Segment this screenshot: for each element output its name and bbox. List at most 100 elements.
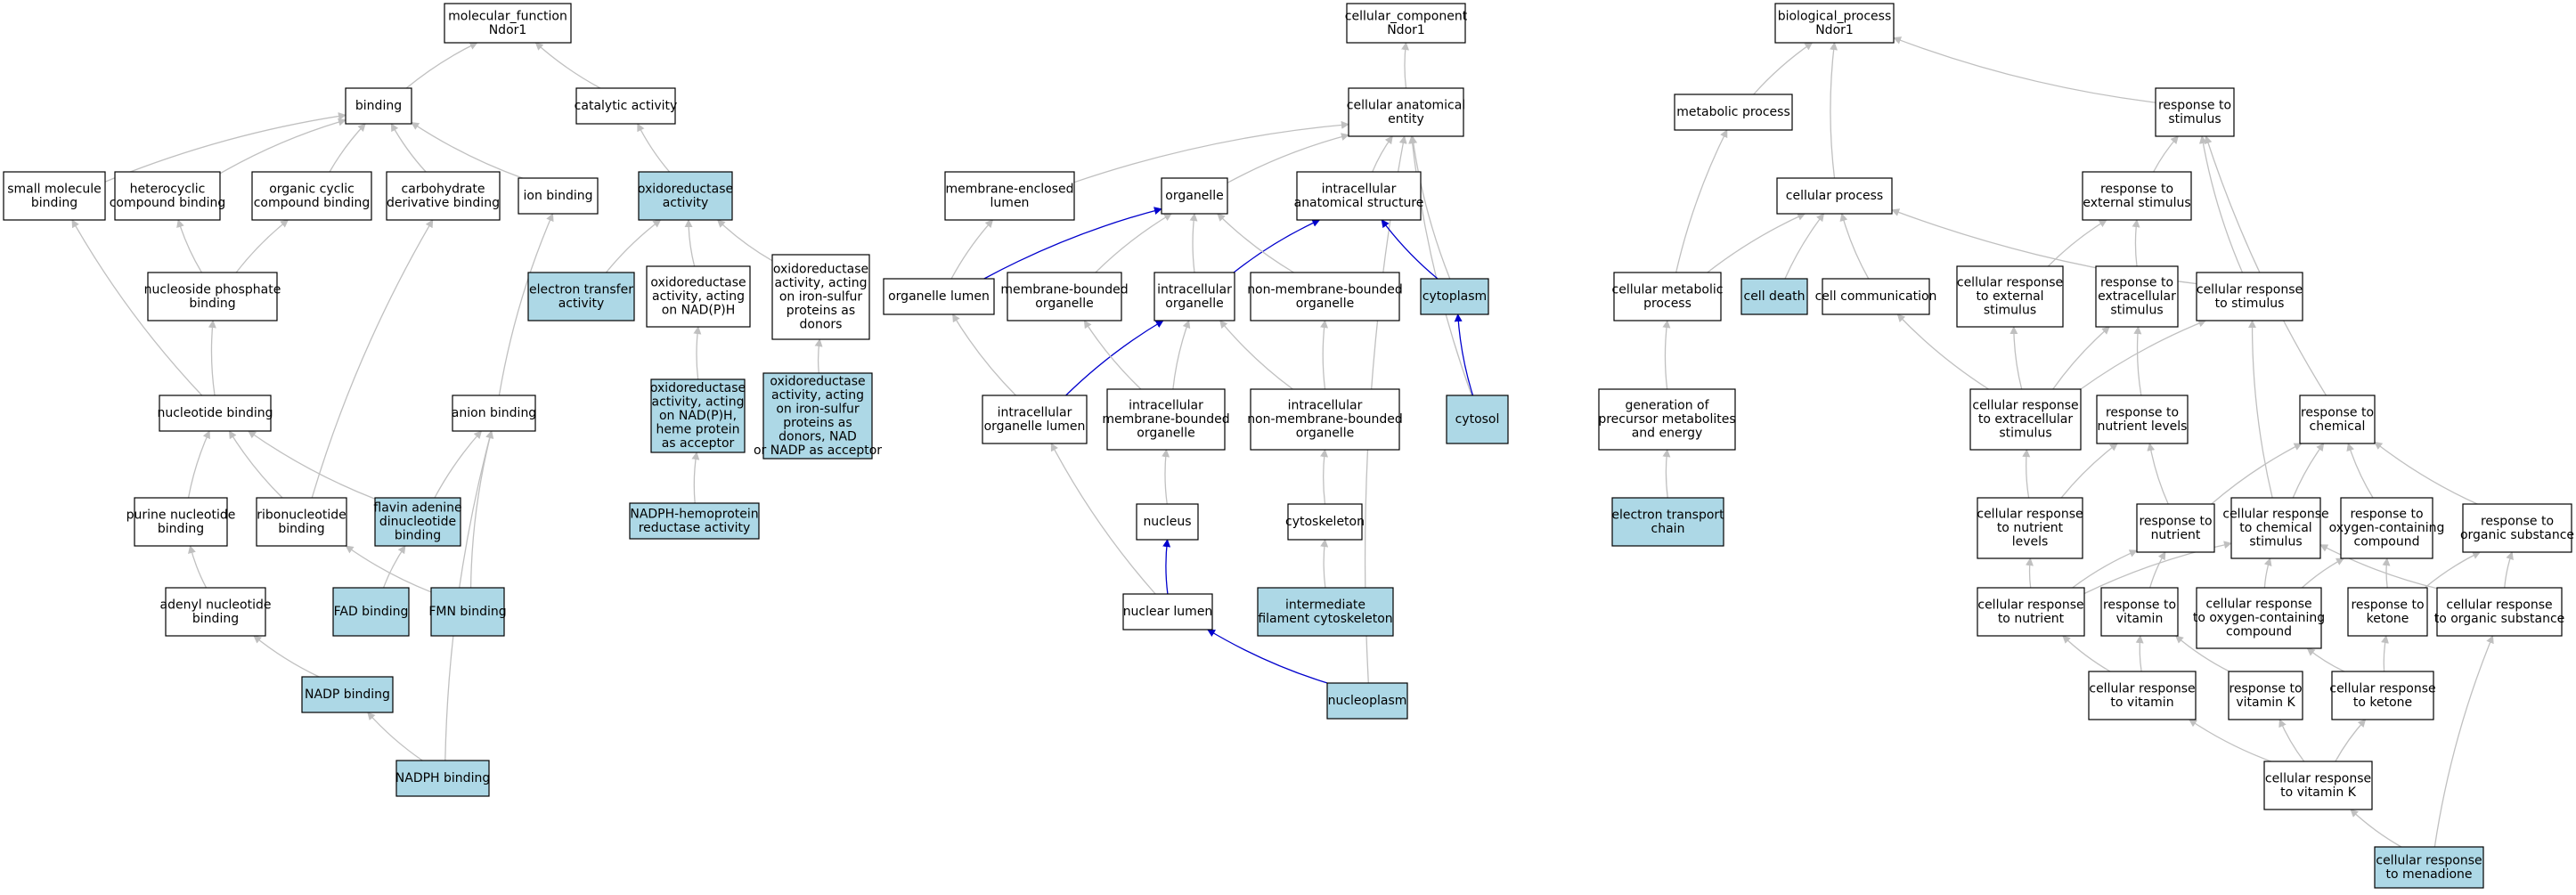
- node-ion-binding[interactable]: ion binding: [518, 177, 599, 215]
- node-nucleoplasm[interactable]: nucleoplasm: [1326, 682, 1408, 720]
- node-label-line: nutrient levels: [2098, 419, 2188, 434]
- node-box: [883, 278, 995, 315]
- node-cell-process[interactable]: cellular process: [1776, 177, 1893, 215]
- node-nadp[interactable]: NADP binding: [301, 676, 394, 713]
- edge-intra_anat-to-anat_entity: [1372, 135, 1393, 173]
- node-box: [2374, 846, 2484, 889]
- node-nuc-lumen[interactable]: nuclear lumen: [1122, 593, 1213, 631]
- node-anion[interactable]: anion binding: [452, 395, 536, 432]
- node-label-line: Ndor1: [1387, 23, 1425, 37]
- node-label-line: activity: [663, 196, 709, 210]
- node-cytoplasm[interactable]: cytoplasm: [1420, 278, 1489, 315]
- node-catalytic[interactable]: catalytic activity: [575, 87, 678, 125]
- node-metabolic[interactable]: metabolic process: [1674, 94, 1793, 131]
- edge-resp_chem-to-resp_stim: [2204, 135, 2327, 396]
- edge-resp_stim-to-bp_root: [1893, 37, 2156, 103]
- node-label-line: cell communication: [1815, 289, 1937, 304]
- node-cytosol[interactable]: cytosol: [1446, 395, 1509, 444]
- node-label-line: activity, acting: [771, 388, 864, 403]
- node-intra-non-mem[interactable]: intracellularnon-membrane-boundedorganel…: [1247, 388, 1403, 451]
- node-box: [2228, 671, 2303, 720]
- node-binding[interactable]: binding: [345, 87, 412, 125]
- node-label-line: non-membrane-bounded: [1247, 412, 1403, 427]
- node-nucleotide[interactable]: nucleotide binding: [157, 395, 273, 432]
- node-organelle[interactable]: organelle: [1161, 177, 1228, 215]
- node-box: [650, 378, 746, 453]
- node-box: [147, 272, 278, 321]
- edge-resp_organic-to-resp_chem: [2374, 441, 2478, 505]
- node-cell-comm[interactable]: cell communication: [1815, 278, 1937, 315]
- node-cytoskeleton[interactable]: cytoskeleton: [1285, 503, 1365, 541]
- node-box: [762, 372, 873, 460]
- node-label-line: Ndor1: [1815, 23, 1854, 37]
- node-nadph-binding[interactable]: NADPH binding: [395, 760, 490, 797]
- node-label-line: anatomical structure: [1294, 196, 1424, 210]
- node-org-lumen[interactable]: organelle lumen: [883, 278, 995, 315]
- node-nucleus[interactable]: nucleus: [1136, 503, 1199, 541]
- node-fmn[interactable]: FMN binding: [428, 587, 507, 637]
- edge-nucleoside_phos-to-organic_cyclic: [235, 219, 289, 273]
- node-fad[interactable]: FAD binding: [332, 587, 410, 637]
- node-box: [159, 395, 272, 432]
- node-cell-death[interactable]: cell death: [1740, 278, 1808, 315]
- node-label-line: levels: [2012, 535, 2049, 549]
- node-label-line: to vitamin: [2110, 696, 2173, 710]
- node-box: [2196, 587, 2322, 649]
- node-label-line: stimulus: [2249, 535, 2302, 549]
